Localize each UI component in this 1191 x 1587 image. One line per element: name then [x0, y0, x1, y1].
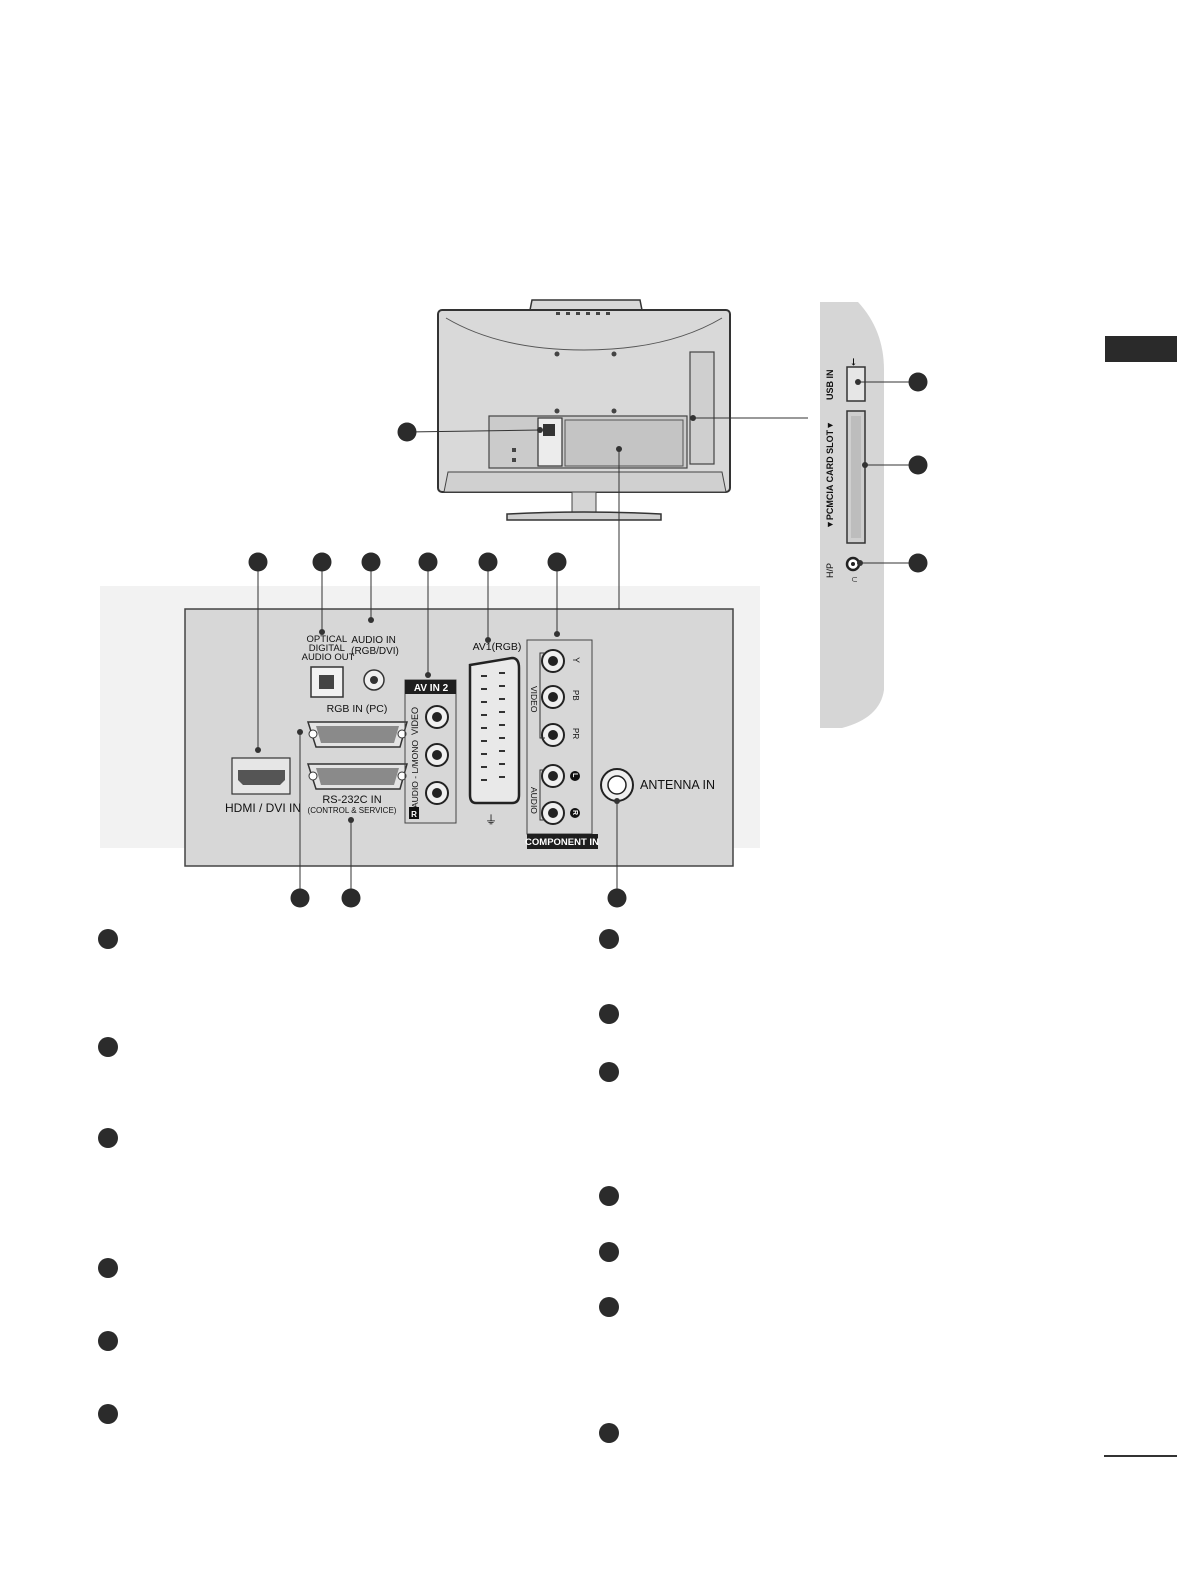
list-bullet	[98, 929, 118, 949]
rgb-in-label: RGB IN (PC)	[327, 703, 388, 715]
usb-in-label: USB IN	[825, 369, 835, 400]
section-tab-marker	[1105, 336, 1177, 362]
comp-l-label: L	[571, 773, 578, 778]
list-bullet	[98, 1037, 118, 1057]
antenna-label: ANTENNA IN	[640, 778, 715, 792]
av2-audio-l-label: AUDIO - L/MONO	[410, 740, 420, 808]
scart-symbol-icon: ⏚	[485, 813, 497, 827]
callout-bullets	[248, 372, 928, 908]
pcmcia-label: ▼PCMCIA CARD SLOT▼	[825, 421, 835, 529]
hdmi-label: HDMI / DVI IN	[225, 801, 301, 815]
comp-pr-label: PR	[571, 728, 580, 739]
svg-text:OPTICAL DIGITAL AU: OPTICAL DIGITAL AUDIO OUT	[302, 634, 355, 663]
comp-pb-label: PB	[571, 690, 580, 701]
rear-panel-zoom: OPTICAL DIGITAL AUDIO OUT AUDIO IN (RGB/…	[184, 608, 734, 867]
tv-rear-illustration	[437, 299, 731, 521]
optical-label-3: AUDIO OUT	[302, 652, 355, 663]
list-bullet	[98, 1128, 118, 1148]
list-bullet	[599, 1004, 619, 1024]
control-service-label: (CONTROL & SERVICE)	[308, 806, 397, 815]
optical-label-1: OPTICAL	[307, 634, 347, 645]
usb-icon: ⭠	[848, 358, 859, 366]
list-bullet	[599, 1242, 619, 1262]
component-jacks	[541, 649, 565, 825]
hp-label: H/P	[825, 563, 835, 578]
optical-label-2: DIGITAL	[309, 643, 345, 654]
list-bullet	[599, 1423, 619, 1443]
component-in-label: COMPONENT IN	[525, 837, 599, 848]
list-bullet	[599, 1297, 619, 1317]
list-bullet	[599, 1062, 619, 1082]
av1-label: AV1(RGB)	[473, 641, 522, 653]
list-bullet	[98, 1331, 118, 1351]
av2-r-label: R	[411, 810, 417, 819]
leader-dots	[255, 379, 868, 823]
audio-in-label-2: (RGB/DVI)	[351, 646, 399, 657]
leader-lines	[257, 381, 918, 896]
comp-y-label: Y	[571, 657, 581, 663]
comp-video-label: VIDEO	[529, 686, 539, 713]
side-panel-illustration: USB IN ▼PCMCIA CARD SLOT▼ H/P ⭠ ∩	[820, 302, 884, 728]
scart-port	[468, 656, 521, 805]
list-bullet	[98, 1404, 118, 1424]
scart-pins	[481, 672, 505, 781]
av2-video-label: VIDEO	[410, 707, 420, 735]
audio-in-label-1: AUDIO IN	[351, 635, 395, 646]
list-bullet	[98, 1258, 118, 1278]
list-bullet	[599, 1186, 619, 1206]
comp-r-label: R	[571, 810, 578, 815]
av2-jacks	[425, 705, 449, 805]
rs232c-label: RS-232C IN	[322, 794, 381, 806]
page-number-rule	[1104, 1455, 1177, 1457]
headphone-icon: ∩	[849, 576, 860, 583]
comp-audio-label: AUDIO	[529, 787, 539, 814]
svg-text:AUDIO IN (RGB/DVI): AUDIO IN (RGB/DVI)	[351, 635, 399, 657]
av-in-2-label: AV IN 2	[414, 683, 449, 694]
list-bullet	[599, 929, 619, 949]
